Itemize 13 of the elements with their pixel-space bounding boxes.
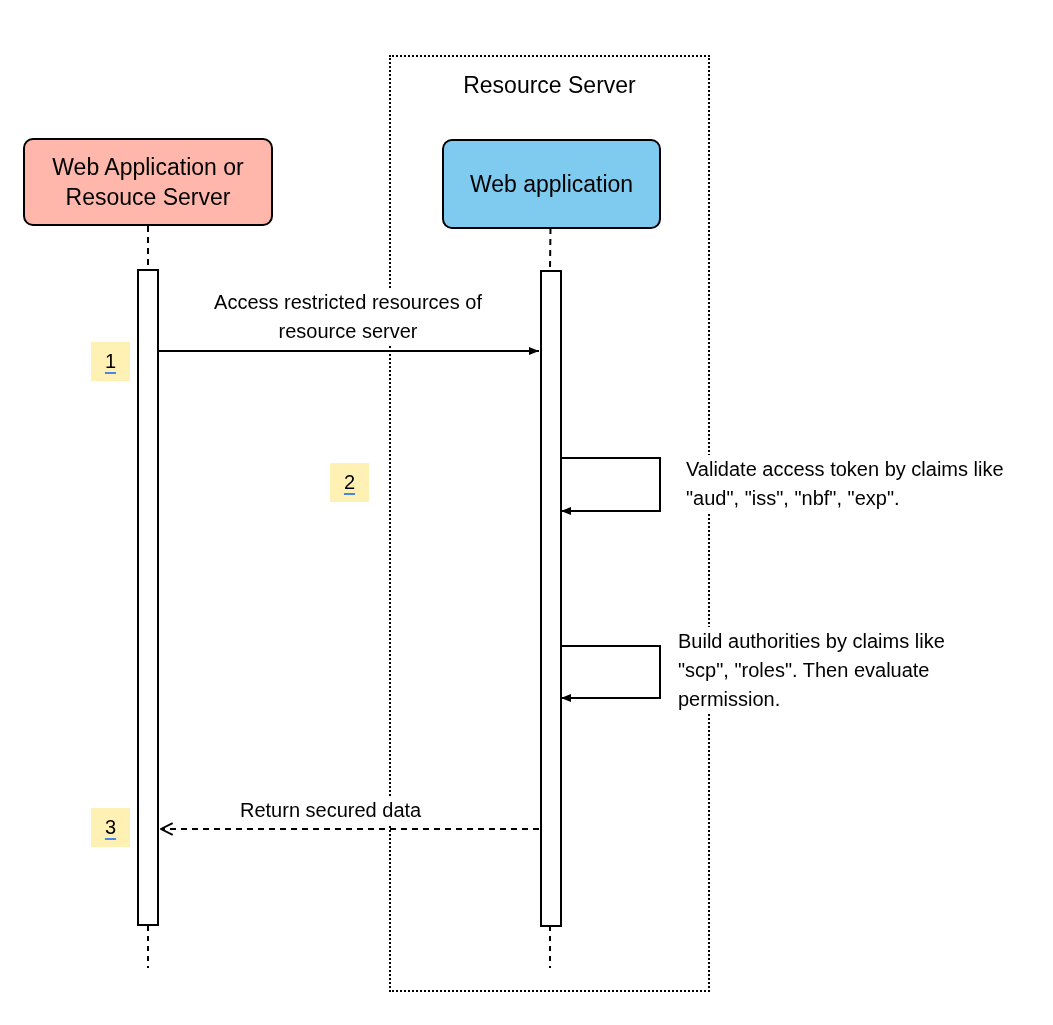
lifeline <box>549 227 552 270</box>
message-arrow <box>158 347 540 355</box>
message-arrow <box>160 822 540 836</box>
message-label: Validate access token by claims like "aud", "iss", "nbf", "exp". <box>686 455 1006 513</box>
message-label: Return secured data <box>240 796 422 825</box>
participant-box: Web application <box>442 139 661 229</box>
activation-bar <box>540 270 562 927</box>
group-title: Resource Server <box>462 72 637 99</box>
callout-number: 3 <box>91 808 130 847</box>
activation-bar <box>137 269 159 926</box>
callout-number: 2 <box>330 463 369 502</box>
callout-number: 1 <box>91 342 130 381</box>
participant-box: Web Application or Resouce Server <box>23 138 273 226</box>
